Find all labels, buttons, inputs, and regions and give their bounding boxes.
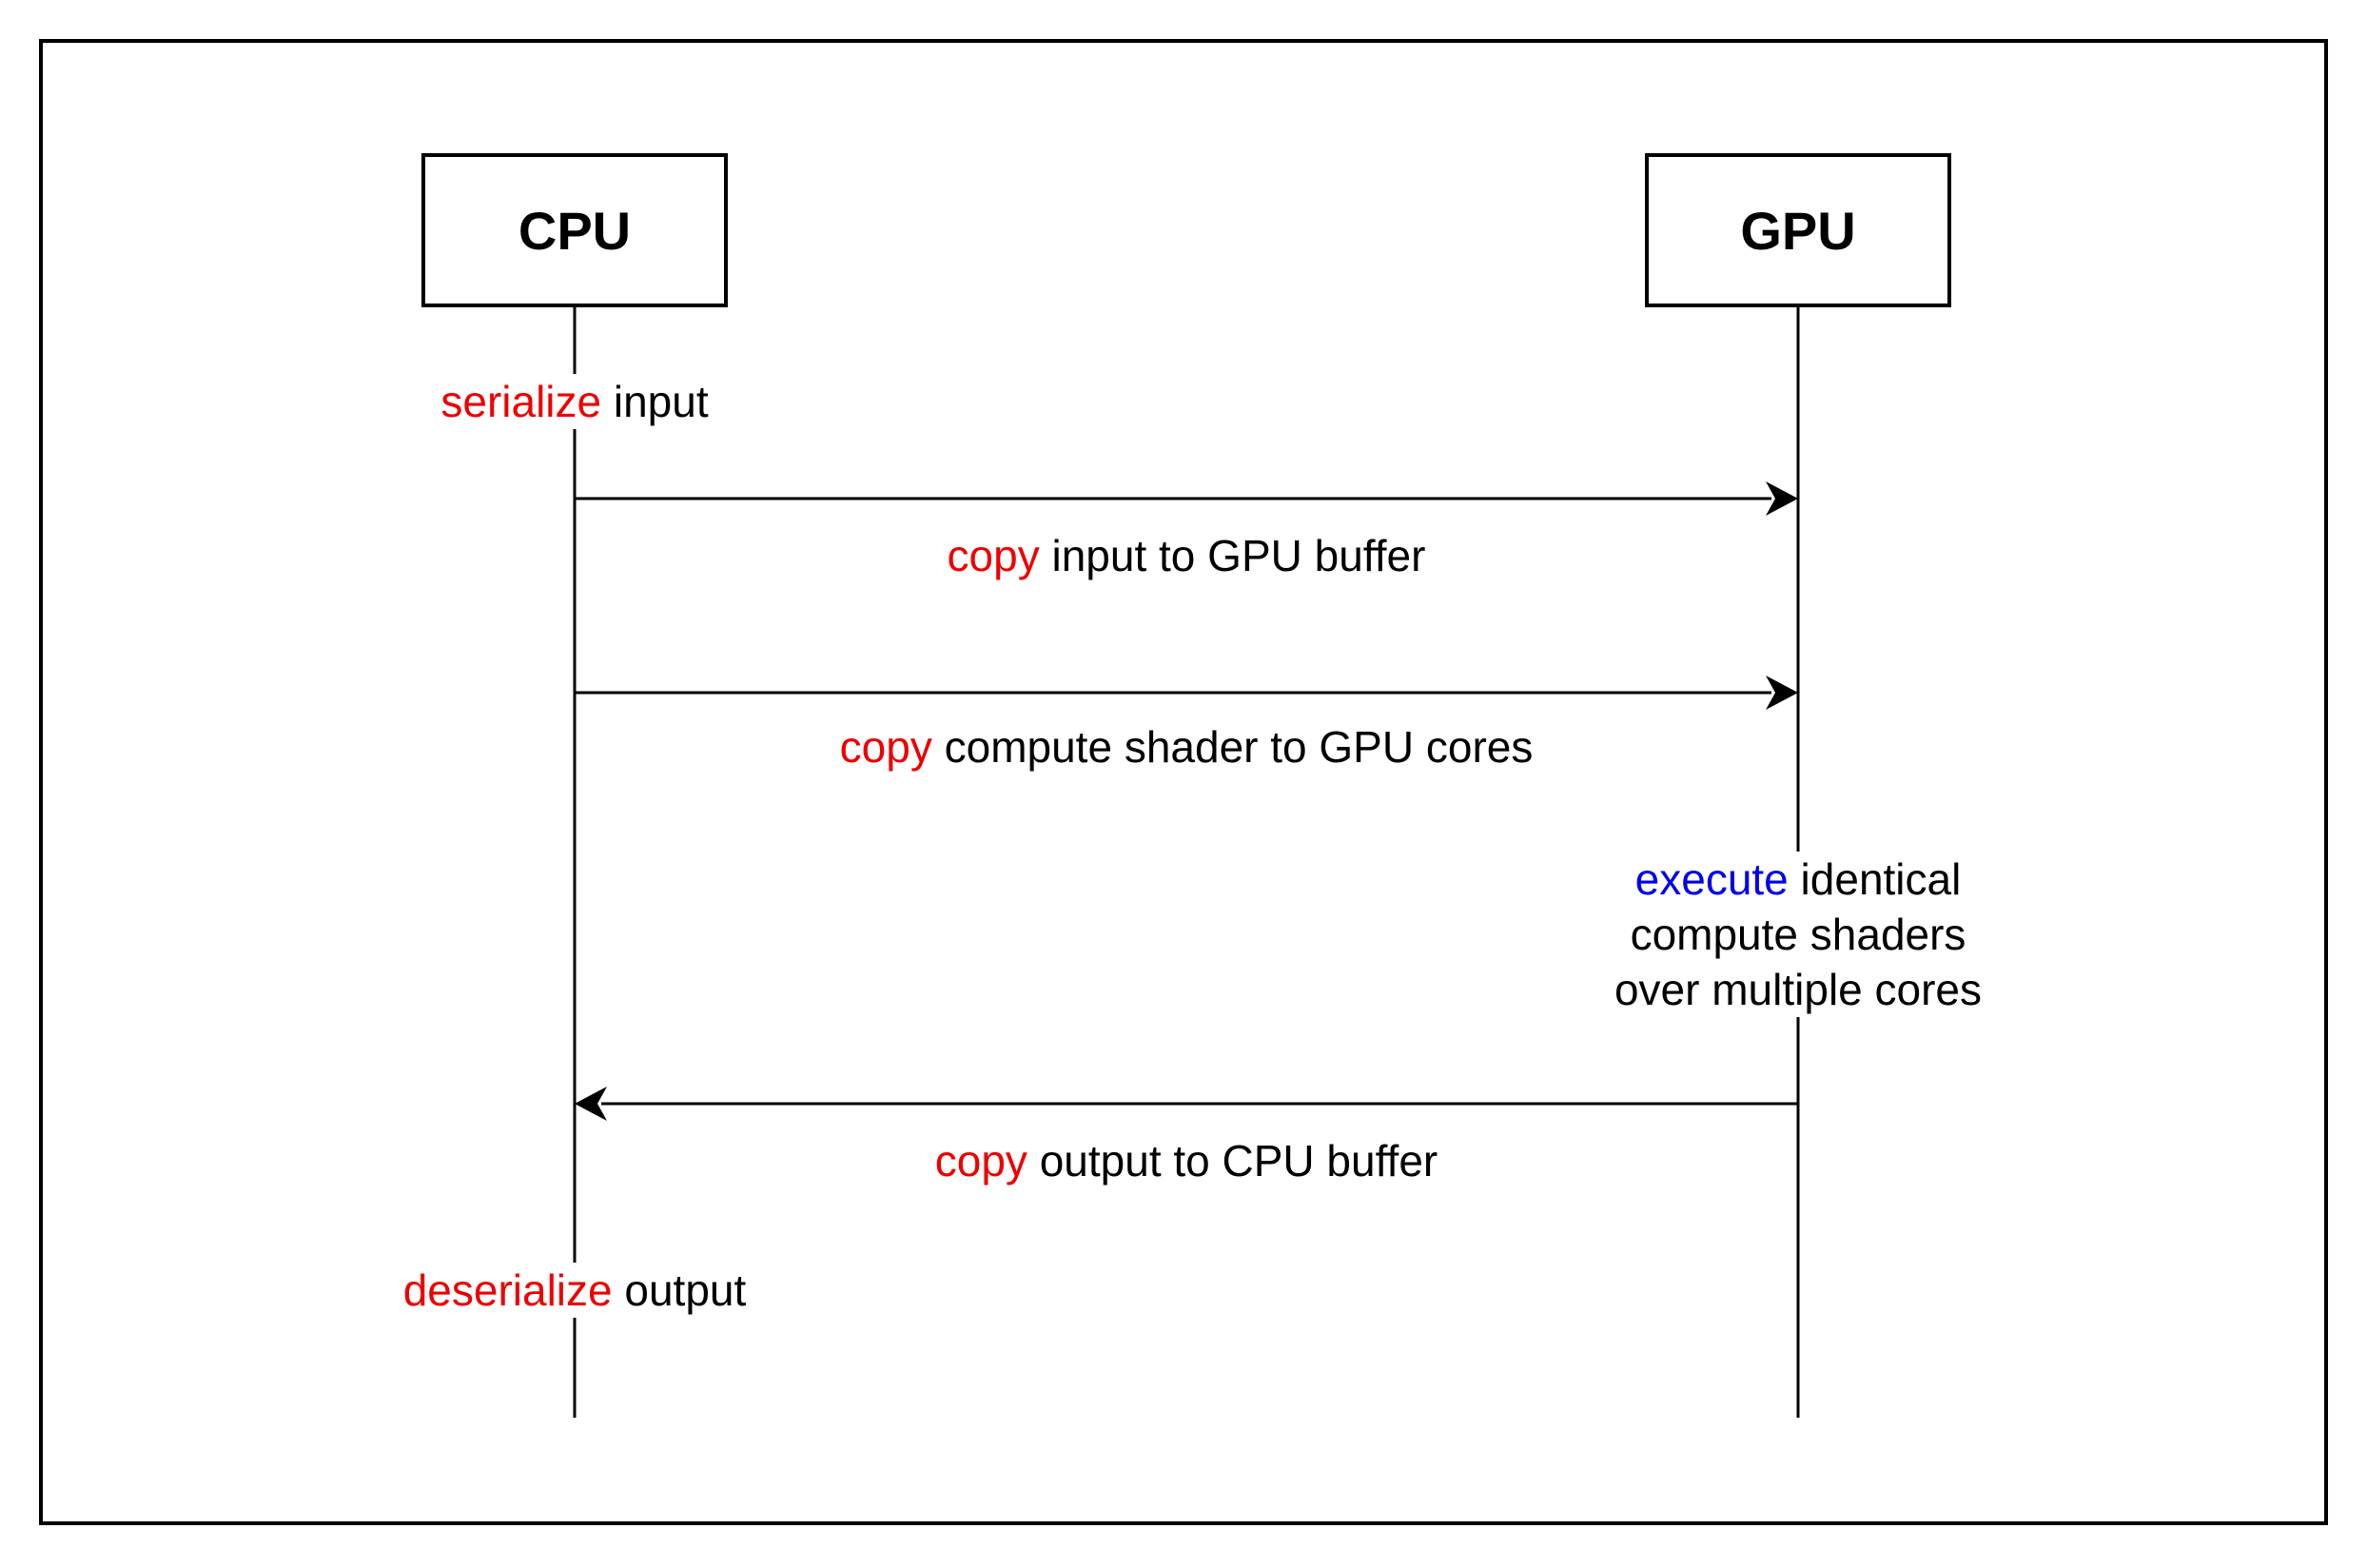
step-serialize-rest: input	[601, 377, 709, 426]
step-serialize-verb: serialize	[440, 377, 602, 426]
step-copy-output-verb: copy	[934, 1136, 1027, 1186]
step-deserialize-rest: output	[612, 1265, 747, 1315]
arrowhead-copy-shader	[1766, 676, 1798, 710]
step-copy-input-verb: copy	[947, 531, 1040, 580]
step-copy-input: copy input to GPU buffer	[853, 528, 1519, 583]
step-copy-shader: copy compute shader to GPU cores	[758, 719, 1614, 774]
step-copy-shader-rest: compute shader to GPU cores	[931, 722, 1534, 772]
arrowhead-copy-input	[1766, 481, 1798, 516]
actor-cpu-label: CPU	[518, 200, 632, 261]
step-copy-output: copy output to CPU buffer	[853, 1133, 1519, 1188]
step-serialize-input: serialize input	[384, 374, 765, 429]
step-execute-line3: over multiple cores	[1614, 965, 1983, 1014]
diagram-frame	[39, 39, 2328, 1525]
actor-gpu-label: GPU	[1740, 200, 1856, 261]
actor-gpu: GPU	[1645, 153, 1951, 307]
actor-cpu: CPU	[421, 153, 728, 307]
arrowhead-copy-output	[575, 1087, 607, 1121]
step-execute-rest: identical	[1788, 854, 1962, 904]
step-copy-input-rest: input to GPU buffer	[1039, 531, 1426, 580]
step-deserialize-verb: deserialize	[402, 1265, 613, 1315]
step-deserialize-output: deserialize output	[375, 1263, 774, 1318]
step-copy-output-rest: output to CPU buffer	[1027, 1136, 1438, 1186]
step-execute-line1: execute identical	[1560, 852, 2036, 907]
step-copy-shader-verb: copy	[839, 722, 932, 772]
step-execute-shaders: execute identical compute shaders over m…	[1560, 852, 2036, 1017]
step-execute-verb: execute	[1634, 854, 1789, 904]
step-execute-line2: compute shaders	[1630, 910, 1966, 959]
